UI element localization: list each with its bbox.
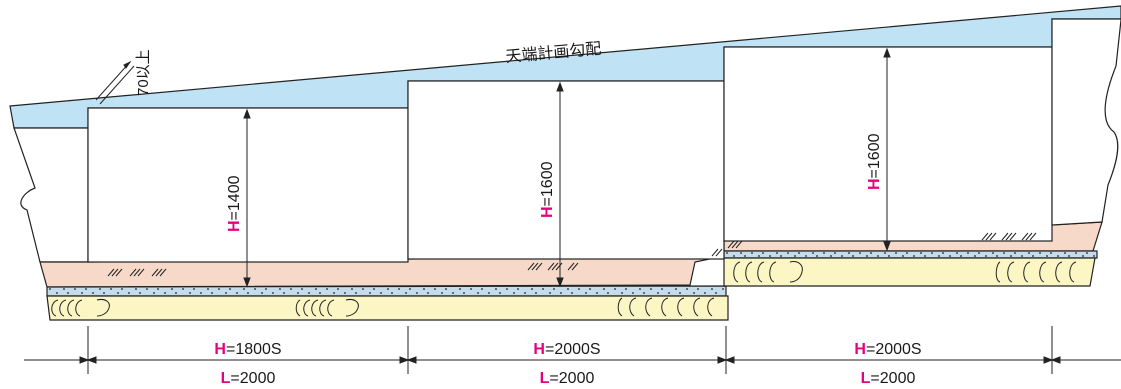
svg-text:H=1400: H=1400 <box>226 175 243 232</box>
base-concrete-upper <box>723 257 1096 287</box>
wall-block-1 <box>87 107 409 263</box>
height-label-3-text: H=1600 <box>866 133 883 190</box>
gravel-layer-lower <box>46 285 727 297</box>
stone-texture-right <box>733 261 1077 283</box>
dim-l-2: L=2000 <box>540 370 595 387</box>
svg-text:H=1600: H=1600 <box>866 133 883 190</box>
height-label-1-text: H=1400 <box>226 175 243 232</box>
dim-h-1: H=1800S <box>214 341 281 358</box>
dim-h-2: H=2000S <box>533 341 600 358</box>
height-label-2-text: H=1600 <box>539 161 556 218</box>
overlap-arrows <box>95 60 135 105</box>
wall-block-2 <box>407 80 725 260</box>
dim-h-3: H=2000S <box>854 341 921 358</box>
overlap-label: 70以上 <box>135 49 152 96</box>
dim-l-3: L=2000 <box>861 370 916 387</box>
height-dimension-lines <box>243 47 891 288</box>
soil-hatch-marks <box>107 232 1037 277</box>
stone-texture-left <box>51 297 715 317</box>
left-natural-ground <box>13 127 89 263</box>
base-concrete-lower <box>46 295 729 321</box>
right-natural-ground <box>1051 18 1121 226</box>
height-label-2: H=1600 <box>539 161 556 218</box>
height-label-1: H=1400 <box>226 175 243 232</box>
svg-text:H=1600: H=1600 <box>539 161 556 218</box>
bottom-dimension-line <box>24 326 1121 374</box>
height-label-3: H=1600 <box>866 133 883 190</box>
wall-block-3 <box>723 46 1053 242</box>
dim-l-1: L=2000 <box>221 370 276 387</box>
gravel-layer-upper <box>723 250 1098 259</box>
gravel-dots <box>49 252 1095 294</box>
